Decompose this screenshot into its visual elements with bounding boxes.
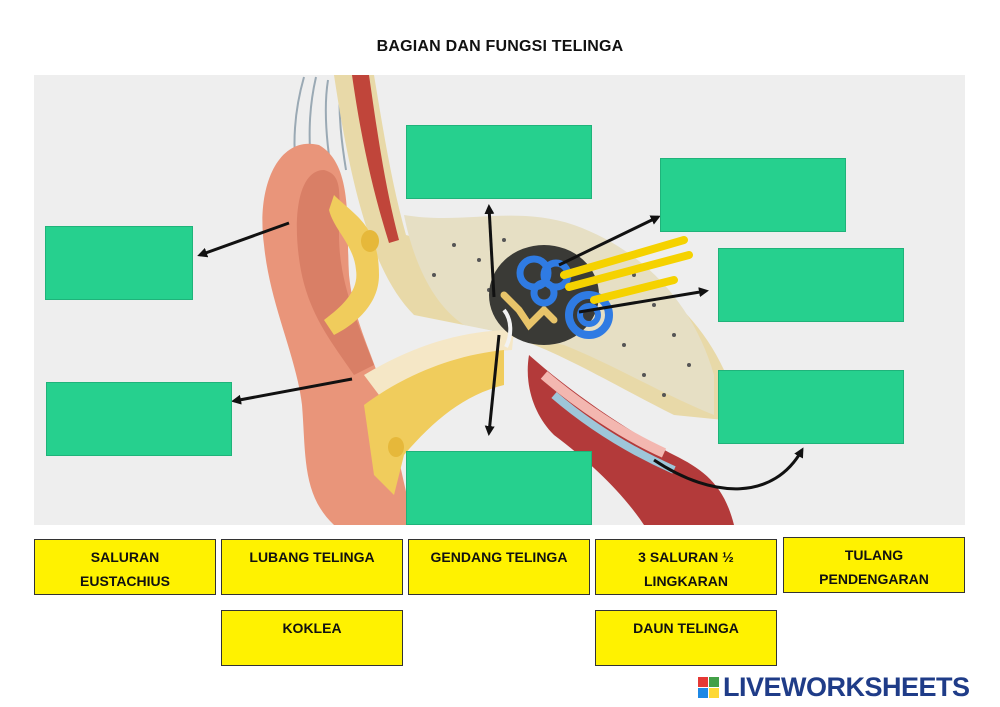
- ear-canal: [364, 330, 514, 395]
- drop-target-1[interactable]: [45, 226, 193, 300]
- card-tulang-pendengaran[interactable]: TULANG PENDENGARAN: [783, 537, 965, 593]
- card-koklea[interactable]: KOKLEA: [221, 610, 403, 666]
- card-daun-telinga[interactable]: DAUN TELINGA: [595, 610, 777, 666]
- muscle-layer: [352, 75, 399, 243]
- drop-target-3[interactable]: [406, 125, 592, 199]
- card-gendang-telinga[interactable]: GENDANG TELINGA: [408, 539, 590, 595]
- card-saluran-eustachius[interactable]: SALURAN EUSTACHIUS: [34, 539, 216, 595]
- drop-target-4[interactable]: [406, 451, 592, 525]
- liveworksheets-icon: [698, 676, 719, 698]
- cartilage-node: [361, 230, 379, 252]
- lower-cartilage: [364, 350, 504, 495]
- auditory-nerve: [560, 236, 693, 304]
- liveworksheets-logo: LIVEWORKSHEETS: [698, 672, 970, 702]
- card-lubang-telinga[interactable]: LUBANG TELINGA: [221, 539, 403, 595]
- page-title: BAGIAN DAN FUNGSI TELINGA: [376, 38, 624, 55]
- card-3-saluran-setengah-lingkaran[interactable]: 3 SALURAN ½ LINGKARAN: [595, 539, 777, 595]
- drop-target-6[interactable]: [718, 248, 904, 322]
- ossicles: [500, 291, 558, 331]
- brand-name: LIVEWORKSHEETS: [723, 671, 970, 702]
- drop-target-7[interactable]: [718, 370, 904, 444]
- eardrum-shape: [502, 308, 513, 348]
- pointer-arrows: [197, 204, 804, 491]
- drop-target-2[interactable]: [46, 382, 232, 456]
- drop-target-5[interactable]: [660, 158, 846, 232]
- bone-dots: [432, 238, 691, 397]
- cartilage: [324, 195, 379, 335]
- pinna-inner: [296, 170, 374, 375]
- cochlea-shape: [565, 291, 613, 339]
